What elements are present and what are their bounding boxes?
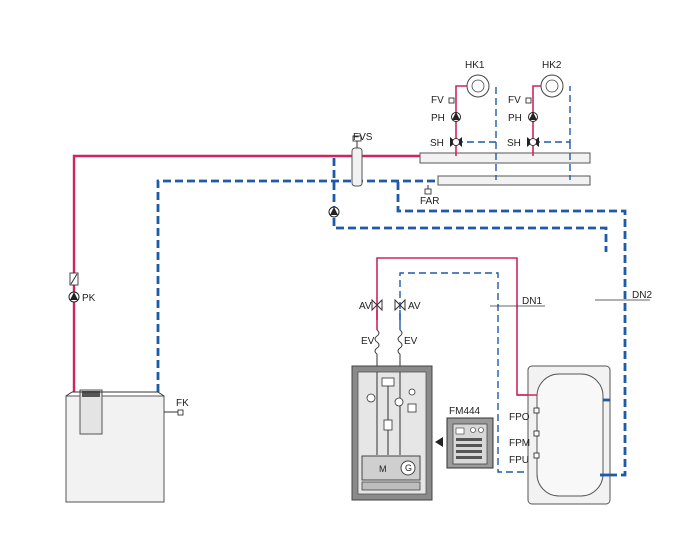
fm444-label: FM444 (449, 406, 481, 417)
ev2-hose-icon (397, 329, 403, 355)
boiler-return-line (156, 179, 438, 392)
heat-unit (351, 365, 433, 501)
hk1-label: HK1 (465, 60, 485, 71)
heating-circuit-hk1 (448, 74, 497, 180)
storage-tank (527, 365, 611, 505)
ev1-label: EV (361, 336, 375, 347)
dn1-label: DN1 (522, 296, 542, 307)
av2-label: AV (408, 301, 421, 312)
ev2-label: EV (404, 336, 418, 347)
av1-valve-icon (371, 298, 383, 312)
fpo-sensor (533, 407, 540, 414)
hk2-radiator-icon (540, 74, 564, 98)
ev-hoses (374, 310, 403, 368)
unit-return-line (399, 272, 537, 473)
secondary-return-loop (332, 158, 608, 252)
far-label: FAR (420, 196, 439, 207)
fpm-label: FPM (509, 438, 530, 449)
hk2-fv-sensor (525, 97, 532, 104)
manifold (419, 152, 591, 186)
boiler (65, 389, 165, 503)
hk1-fv-sensor (448, 97, 455, 104)
far-loop (396, 182, 627, 477)
av2-valve-icon (394, 298, 406, 312)
return-header (437, 175, 591, 186)
av1-label: AV (359, 301, 372, 312)
hk2-ph-label: PH (508, 113, 522, 124)
heating-circuit-hk2 (525, 74, 571, 180)
pk-label: PK (82, 293, 96, 304)
boiler-control-panel (79, 389, 103, 435)
supply-header (419, 152, 591, 164)
pk-pump-icon (70, 292, 78, 300)
fk-label: FK (176, 398, 189, 409)
boiler-supply-line (72, 154, 420, 392)
hk2-sh-label: SH (507, 138, 521, 149)
fpm-sensor (533, 430, 540, 437)
dn2-label: DN2 (632, 290, 652, 301)
fm444-module (435, 417, 494, 469)
tank-vessel (536, 373, 604, 497)
pk-pump-group (68, 272, 80, 303)
fpu-label: FPU (509, 455, 529, 466)
fpu-sensor (533, 452, 540, 459)
far-sensor (424, 188, 432, 195)
fk-sensor (177, 409, 184, 416)
fvs-label: FVS (353, 132, 373, 143)
generator-label: G (405, 463, 412, 473)
hk2-pump-icon (529, 112, 537, 120)
av-valves (371, 298, 406, 312)
secondary-pump (328, 206, 340, 218)
pointer-arrow-icon (435, 437, 443, 447)
ev1-hose-icon (374, 329, 380, 355)
hk1-pump-icon (452, 112, 460, 120)
motor-label: M (379, 464, 387, 474)
fvs-separator (351, 135, 363, 187)
hk2-fv-label: FV (508, 95, 521, 106)
fpo-label: FPO (509, 412, 530, 423)
generator-icon (400, 460, 416, 476)
hk2-label: HK2 (542, 60, 562, 71)
hk1-ph-label: PH (431, 113, 445, 124)
fvs-body (351, 147, 363, 187)
hk1-radiator-icon (466, 74, 490, 98)
hk1-fv-label: FV (431, 95, 444, 106)
hk1-sh-label: SH (430, 138, 444, 149)
